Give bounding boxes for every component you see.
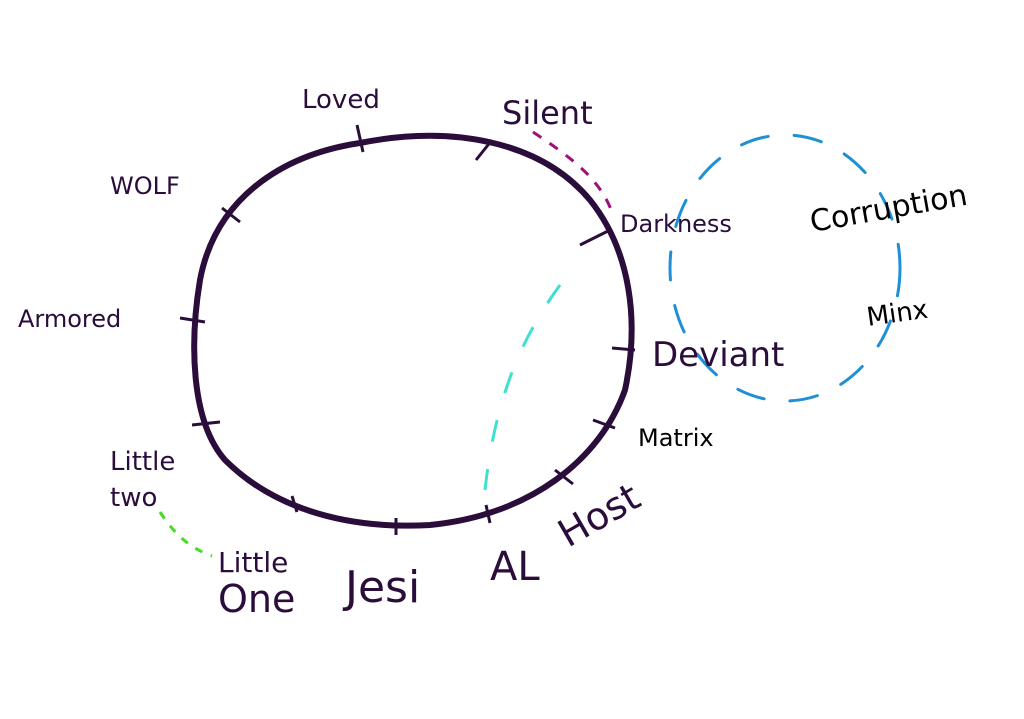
label-silent: Silent [502, 94, 593, 132]
label-little-one-line2: One [218, 577, 295, 621]
ring-ticks [179, 124, 636, 535]
little-two-one-link [158, 511, 213, 558]
corruption-group-circle [668, 133, 902, 403]
label-jesi: Jesi [342, 562, 420, 613]
label-matrix: Matrix [638, 424, 714, 452]
silent-darkness-link [532, 130, 614, 213]
label-corruption: Corruption [807, 178, 970, 240]
label-little-one-line1: Little [218, 546, 288, 579]
label-wolf: WOLF [110, 172, 180, 200]
label-little-two-line1: Little [110, 447, 175, 477]
label-deviant: Deviant [652, 335, 784, 375]
darkness-ai-link [483, 284, 562, 491]
label-minx: Minx [865, 295, 930, 333]
label-ai: AL [490, 544, 540, 590]
label-darkness: Darkness [620, 210, 732, 238]
label-loved: Loved [302, 85, 380, 115]
label-armored: Armored [18, 305, 121, 333]
main-ring [191, 132, 635, 529]
label-little-two-line2: two [110, 483, 157, 513]
label-host: Host [551, 474, 648, 555]
